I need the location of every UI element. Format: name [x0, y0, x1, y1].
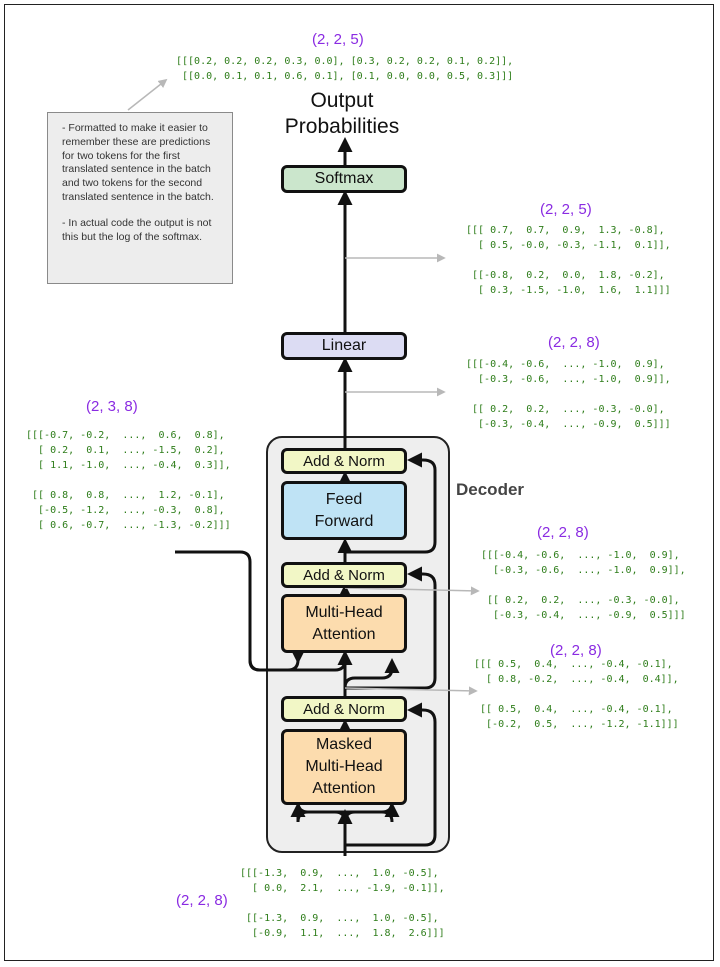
title-line1: Output [310, 89, 374, 112]
output-tensor: [[[0.2, 0.2, 0.2, 0.3, 0.0], [0.3, 0.2, … [176, 56, 514, 82]
decoder-out-shape-label: (2, 2, 8) [548, 334, 600, 351]
masked-mha-line3: Attention [312, 780, 376, 797]
diagram-frame [4, 4, 714, 961]
linear-out-shape-label: (2, 2, 5) [540, 201, 592, 218]
softmax-block: Softmax [281, 165, 407, 193]
feed-forward-line2: Forward [314, 512, 374, 530]
linear-label: Linear [321, 337, 367, 354]
masked-residual-arrow [345, 702, 437, 847]
feed-forward-line1: Feed [325, 490, 363, 508]
masked-attn-shape-label: (2, 2, 8) [550, 642, 602, 659]
masked-mha-line1: Masked [315, 736, 372, 753]
cross-attn-tensor: [[[-0.4, -0.6, ..., -1.0, 0.9], [-0.3, -… [481, 550, 686, 621]
encoder-out-shape-label: (2, 3, 8) [86, 398, 138, 415]
ffn-residual-arrow [345, 452, 437, 554]
decoder-out-tensor: [[[-0.4, -0.6, ..., -1.0, 0.9], [-0.3, -… [466, 359, 671, 430]
add-norm-block-bottom: Add & Norm [281, 696, 407, 722]
linear-out-tensor: [[[ 0.7, 0.7, 0.9, 1.3, -0.8], [ 0.5, -0… [466, 225, 671, 296]
title-line2: Probabilities [284, 115, 400, 138]
note-paragraph-2: - In actual code the output is not this … [62, 216, 212, 243]
masked-mha-line2: Multi-Head [305, 758, 383, 775]
mha-line2: Attention [312, 625, 376, 643]
add-norm-label: Add & Norm [303, 566, 385, 584]
add-norm-label: Add & Norm [303, 452, 385, 470]
masked-attn-pointer [344, 686, 478, 696]
output-probabilities-title: Output Probabilities [272, 88, 412, 140]
mha-residual-arrow [345, 566, 437, 690]
mha-line1: Multi-Head [305, 603, 383, 621]
masked-attn-tensor: [[[ 0.5, 0.4, ..., -0.4, -0.1], [ 0.8, -… [474, 659, 679, 730]
linear-block: Linear [281, 332, 407, 360]
decoder-label: Decoder [456, 480, 525, 499]
input-tensor: [[[-1.3, 0.9, ..., 1.0, -0.5], [ 0.0, 2.… [240, 868, 445, 939]
output-shape-label: (2, 2, 5) [312, 31, 364, 48]
note-pointer-arrow [127, 78, 168, 111]
encoder-out-tensor: [[[-0.7, -0.2, ..., 0.6, 0.8], [ 0.2, 0.… [26, 430, 231, 531]
add-norm-label: Add & Norm [303, 700, 385, 718]
note-paragraph-1: - Formatted to make it easier to remembe… [62, 122, 214, 203]
cross-attn-pointer [344, 586, 480, 596]
softmax-label: Softmax [314, 170, 374, 187]
add-norm-block-top: Add & Norm [281, 448, 407, 474]
add-norm-block-middle: Add & Norm [281, 562, 407, 588]
encoder-input-arrow [175, 550, 306, 672]
note-box: - Formatted to make it easier to remembe… [47, 112, 233, 284]
input-shape-label: (2, 2, 8) [176, 892, 228, 909]
cross-attn-shape-label: (2, 2, 8) [537, 524, 589, 541]
